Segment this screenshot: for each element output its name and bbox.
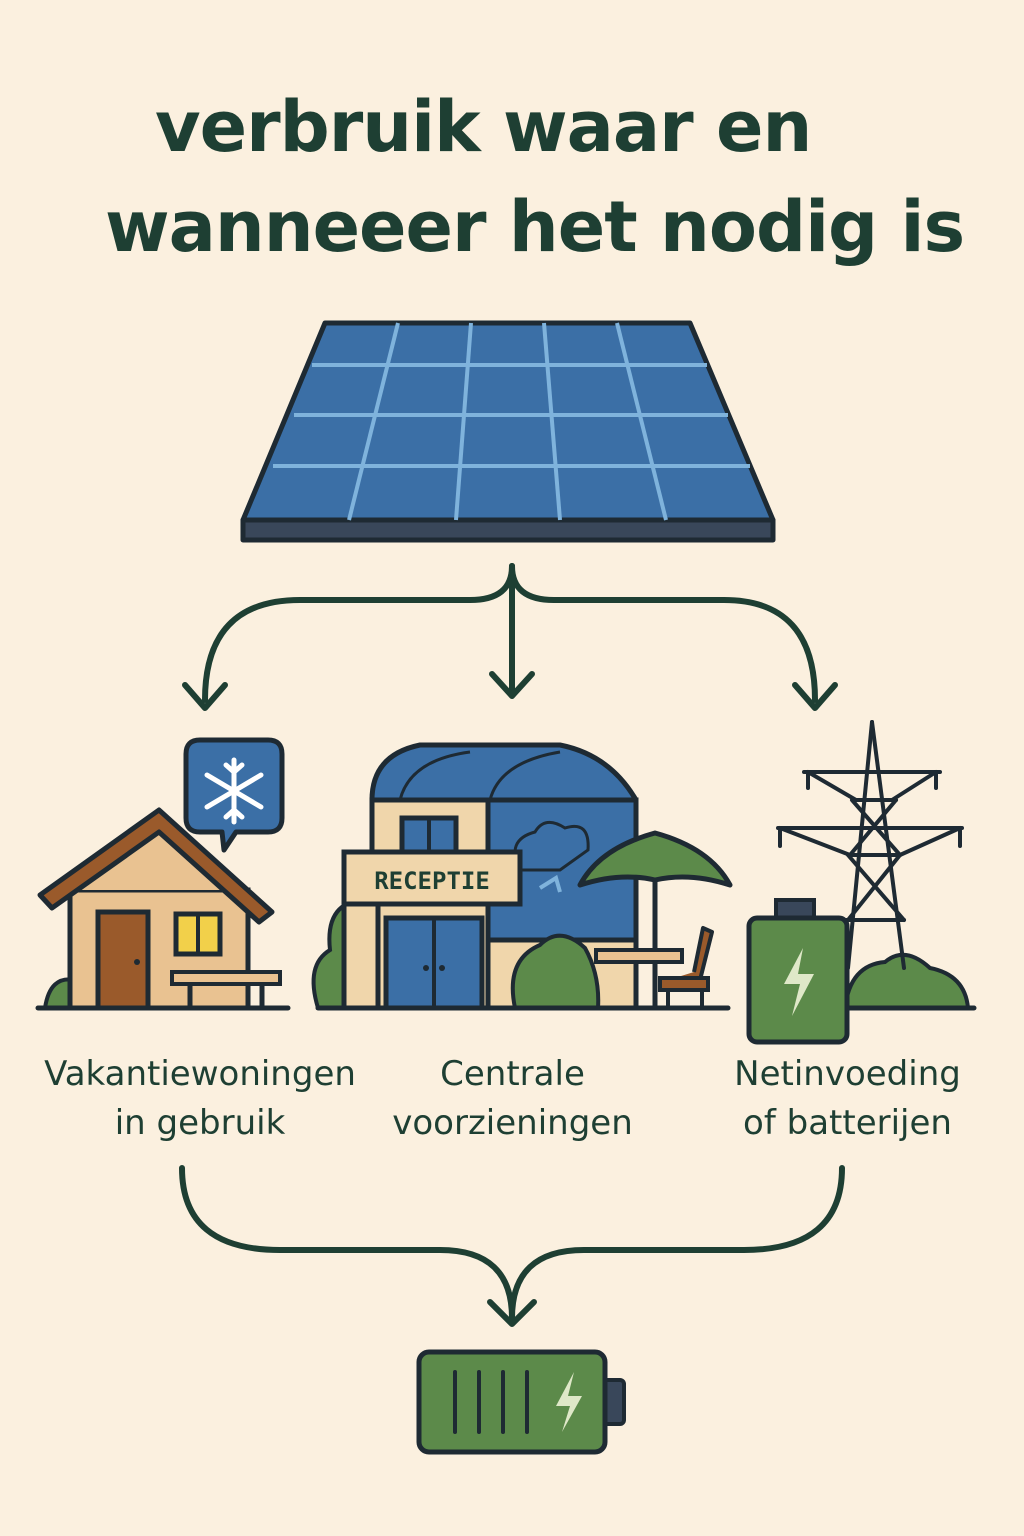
distribution-arrows <box>182 563 838 711</box>
label-holiday-homes-line-1: Vakantiewoningen <box>44 1054 356 1094</box>
arrow-to-grid <box>509 563 818 703</box>
label-central-facilities-line-2: voorzieningen <box>392 1103 633 1143</box>
page-title-line-2: wanneeer het nodig is <box>105 186 965 268</box>
converging-arrows <box>179 1165 845 1327</box>
label-grid-or-batteries-line-1: Netinvoeding <box>734 1054 961 1094</box>
arrow-to-holiday-homes <box>202 563 515 703</box>
label-holiday-homes-line-2: in gebruik <box>114 1103 286 1143</box>
label-central-facilities: Centrale voorzieningen <box>375 1050 650 1148</box>
power-pylon-icon <box>776 720 977 1011</box>
label-holiday-homes: Vakantiewoningen in gebruik <box>35 1050 365 1148</box>
reception-building-icon: RECEPTIE <box>311 742 733 1011</box>
label-grid-or-batteries-line-2: of batterijen <box>743 1103 952 1143</box>
battery-icon <box>746 898 850 1045</box>
holiday-home-icon <box>35 737 291 1011</box>
snowflake-icon <box>183 737 285 853</box>
page-title-line-1: verbruik waar en <box>155 86 812 168</box>
reception-sign-text: RECEPTIE <box>374 867 490 895</box>
solar-panel-icon <box>240 320 776 543</box>
label-central-facilities-line-1: Centrale <box>440 1054 585 1094</box>
label-grid-or-batteries: Netinvoeding of batterijen <box>715 1050 980 1148</box>
battery-charging-icon <box>416 1349 626 1455</box>
